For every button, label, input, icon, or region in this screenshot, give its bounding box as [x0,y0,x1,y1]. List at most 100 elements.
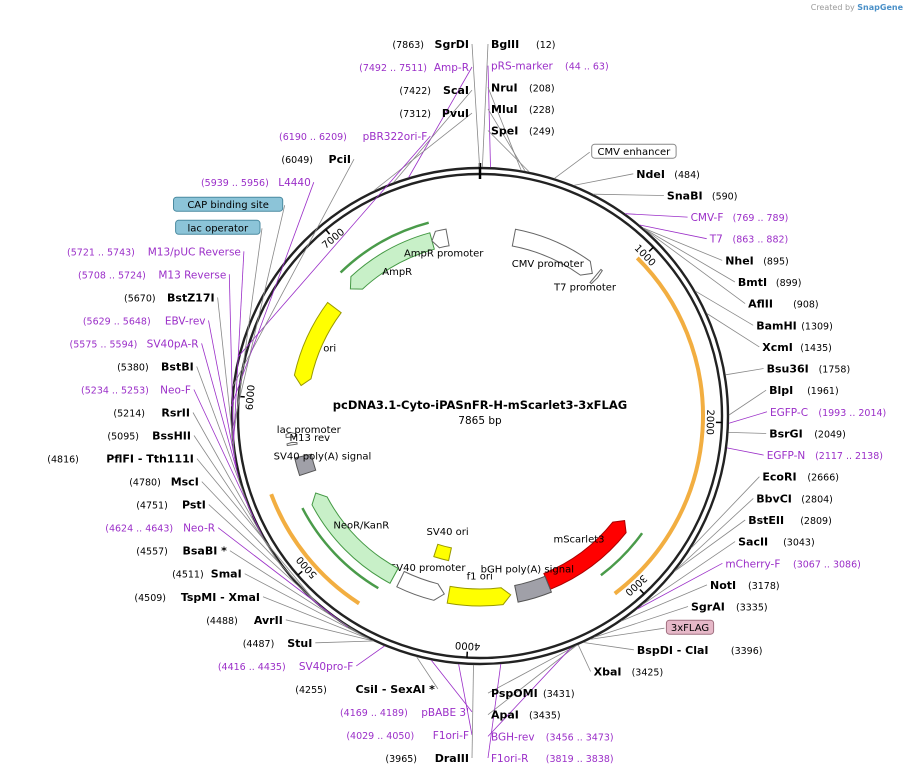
primer-pbr322ori-f[interactable]: pBR322ori-F [363,131,428,143]
primer-range-f1ori-r: (3819 .. 3838) [546,754,614,765]
feature-sv40-promoter[interactable] [396,570,445,601]
enzyme-xbai[interactable]: XbaI [594,666,622,679]
primer-neo-f[interactable]: Neo-F [160,385,191,397]
enzyme-position-avrii: (4488) [206,616,238,627]
primer-neo-r[interactable]: Neo-R [183,523,215,535]
enzyme-pspomi[interactable]: PspOMI [491,687,538,700]
enzyme-scai[interactable]: ScaI [443,84,469,97]
enzyme-aflii[interactable]: AflII [748,298,773,311]
enzyme-stui[interactable]: StuI [287,637,312,650]
enzyme-bmti[interactable]: BmtI [738,276,767,289]
enzyme-pflfi-tth111i[interactable]: PflFI - Tth111I [106,453,194,466]
enzyme-psti[interactable]: PstI [182,499,206,512]
feature-box-cmv-enhancer[interactable] [591,143,677,159]
enzyme-pcii[interactable]: PciI [329,153,351,166]
feature-t7-promoter[interactable] [589,268,603,285]
enzyme-sacii[interactable]: SacII [738,536,768,549]
enzyme-bstz17i[interactable]: BstZ17I [167,291,215,304]
enzyme-msci[interactable]: MscI [171,476,199,489]
primer-m13-puc-reverse[interactable]: M13/pUC Reverse [148,246,241,258]
primer-f1ori-f[interactable]: F1ori-F [433,730,469,742]
leader-line-xbai [577,644,591,672]
enzyme-rsrii[interactable]: RsrII [161,407,190,420]
feature-box-lac-operator[interactable] [175,219,261,235]
enzyme-bbvci[interactable]: BbvCI [756,492,792,505]
enzyme-position-bsshii: (5095) [107,432,139,443]
primer-sv40pro-f[interactable]: SV40pro-F [299,661,353,673]
enzyme-position-bamhi: (1309) [801,321,833,332]
leader-line-f1ori-f [458,664,473,736]
snapgene-credit: Created by SnapGene [811,3,903,12]
primer-amp-r[interactable]: Amp-R [434,62,469,74]
feature-m13-rev[interactable] [286,441,298,447]
enzyme-bsrgi[interactable]: BsrGI [769,428,802,441]
enzyme-tspmi-xmai[interactable]: TspMI - XmaI [181,591,260,604]
leader-line-msci [201,481,325,611]
leader-line-tspmi-xmai [262,596,370,640]
primer-range-sv40pro-f: (4416 .. 4435) [218,662,286,673]
enzyme-bsteii[interactable]: BstEII [748,514,784,527]
feature-ampr[interactable] [349,232,435,290]
feature-box-cap-binding-site[interactable] [173,196,284,212]
primer-pbabe-3[interactable]: pBABE 3' [421,707,469,719]
primer-range-mcherry-f: (3067 .. 3086) [793,559,861,570]
enzyme-bstbi[interactable]: BstBI [161,361,194,374]
feature-ori[interactable] [293,301,342,387]
enzyme-spei[interactable]: SpeI [491,125,518,138]
primer-f1ori-r[interactable]: F1ori-R [491,753,528,765]
enzyme-avrii[interactable]: AvrII [254,614,283,627]
enzyme-blpi[interactable]: BlpI [769,384,793,397]
enzyme-mlui[interactable]: MluI [491,103,518,116]
feature-label-cmv-promoter: CMV promoter [512,259,585,270]
leader-line-apai [487,645,577,716]
feature-mscarlet3[interactable] [543,520,627,590]
feature-box-3xflag[interactable] [665,619,715,635]
feature-bgh-poly-a-signal[interactable] [514,575,553,603]
enzyme-csii-sexai[interactable]: CsiI - SexAI * [356,683,436,696]
primer-ebv-rev[interactable]: EBV-rev [165,315,206,327]
enzyme-bglii[interactable]: BglII [491,38,519,51]
enzyme-noti[interactable]: NotI [710,579,736,592]
enzyme-draiii[interactable]: DraIII [435,752,469,765]
enzyme-bspdi-clai[interactable]: BspDI - ClaI [637,644,709,657]
primer-t7[interactable]: T7 [709,234,723,246]
primer-m13-reverse[interactable]: M13 Reverse [158,269,226,281]
enzyme-position-bstbi: (5380) [117,363,149,374]
enzyme-ndei[interactable]: NdeI [636,168,665,181]
feature-ampr-promoter[interactable] [431,228,450,249]
enzyme-apai[interactable]: ApaI [491,709,519,722]
enzyme-sgrdi[interactable]: SgrDI [435,38,469,51]
enzyme-ecori[interactable]: EcoRI [762,471,796,484]
enzyme-position-msci: (4780) [129,478,161,489]
enzyme-position-tspmi-xmai: (4509) [134,593,166,604]
feature-neor-kanr[interactable] [311,492,399,584]
enzyme-bsu36i[interactable]: Bsu36I [767,363,809,376]
enzyme-bsabi[interactable]: BsaBI * [182,545,227,558]
enzyme-nhei[interactable]: NheI [725,254,754,267]
primer-range-pbabe-3: (4169 .. 4189) [340,708,408,719]
primer-l4440[interactable]: L4440 [278,177,311,189]
feature-label-lac-promoter: lac promoter [277,425,342,436]
enzyme-snabi[interactable]: SnaBI [667,190,703,203]
enzyme-bamhi[interactable]: BamHI [756,319,797,332]
feature-f1-ori[interactable] [446,585,512,607]
primer-mcherry-f[interactable]: mCherry-F [725,558,780,570]
snapgene-logo: SnapGene [857,3,903,12]
enzyme-sgrai[interactable]: SgrAI [691,601,725,614]
enzyme-pvui[interactable]: PvuI [442,107,469,120]
feature-sv40-ori[interactable] [433,543,452,562]
feature-sv40-poly-a-signal[interactable] [294,453,317,477]
primer-egfp-c[interactable]: EGFP-C [770,407,808,419]
feature-lac-promoter[interactable] [285,431,297,439]
primer-range-neo-r: (4624 .. 4643) [105,524,173,535]
primer-sv40pa-r[interactable]: SV40pA-R [147,338,199,350]
enzyme-xcmi[interactable]: XcmI [762,341,793,354]
enzyme-smai[interactable]: SmaI [211,568,242,581]
enzyme-bsshii[interactable]: BssHII [152,430,191,443]
primer-cmv-f[interactable]: CMV-F [691,212,724,224]
primer-egfp-n[interactable]: EGFP-N [767,450,806,462]
primer-bgh-rev[interactable]: BGH-rev [491,731,535,743]
primer-prs-marker[interactable]: pRS-marker [491,61,554,73]
enzyme-nrui[interactable]: NruI [491,81,518,94]
feature-cmv-promoter[interactable] [511,228,593,276]
